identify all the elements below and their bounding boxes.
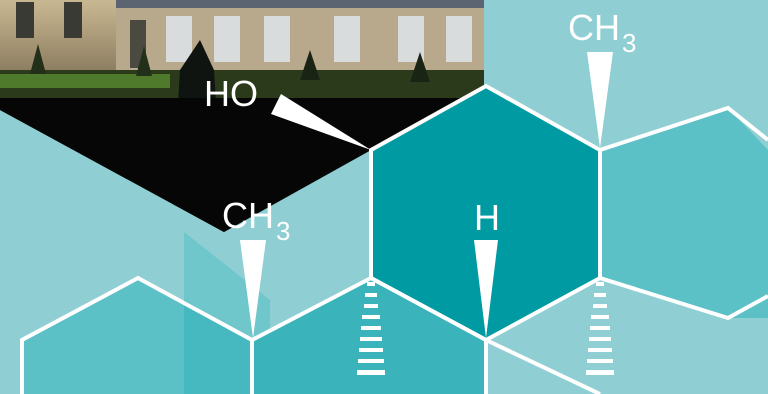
- ring-a-bonds: [20, 275, 254, 394]
- hydrogen-label: H: [474, 197, 500, 238]
- hydroxyl-label: HO: [204, 73, 258, 114]
- ring-a-overlay: [184, 300, 252, 394]
- hashed-bond-right: [586, 282, 614, 375]
- methyl-label-right: CH: [568, 7, 620, 48]
- methyl-subscript-left: 3: [276, 216, 290, 246]
- ring-d-bottom-bond: [599, 276, 768, 321]
- ring-c-fill: [371, 86, 600, 340]
- hashed-bond-left: [357, 282, 385, 375]
- ring-b-fill: [252, 278, 486, 394]
- ho-wedge-bond: [271, 94, 371, 150]
- methyl-subscript-right: 3: [622, 28, 636, 58]
- ring-d-top-bond: [599, 105, 768, 152]
- methyl-wedge-left: [240, 240, 266, 338]
- hydrogen-wedge: [474, 240, 498, 338]
- methyl-wedge-right: [587, 52, 613, 148]
- methyl-label-left: CH: [222, 195, 274, 236]
- ring-d-fill: [600, 108, 768, 318]
- molecule-bonds: [20, 83, 768, 394]
- ring-bond-lower: [485, 338, 601, 394]
